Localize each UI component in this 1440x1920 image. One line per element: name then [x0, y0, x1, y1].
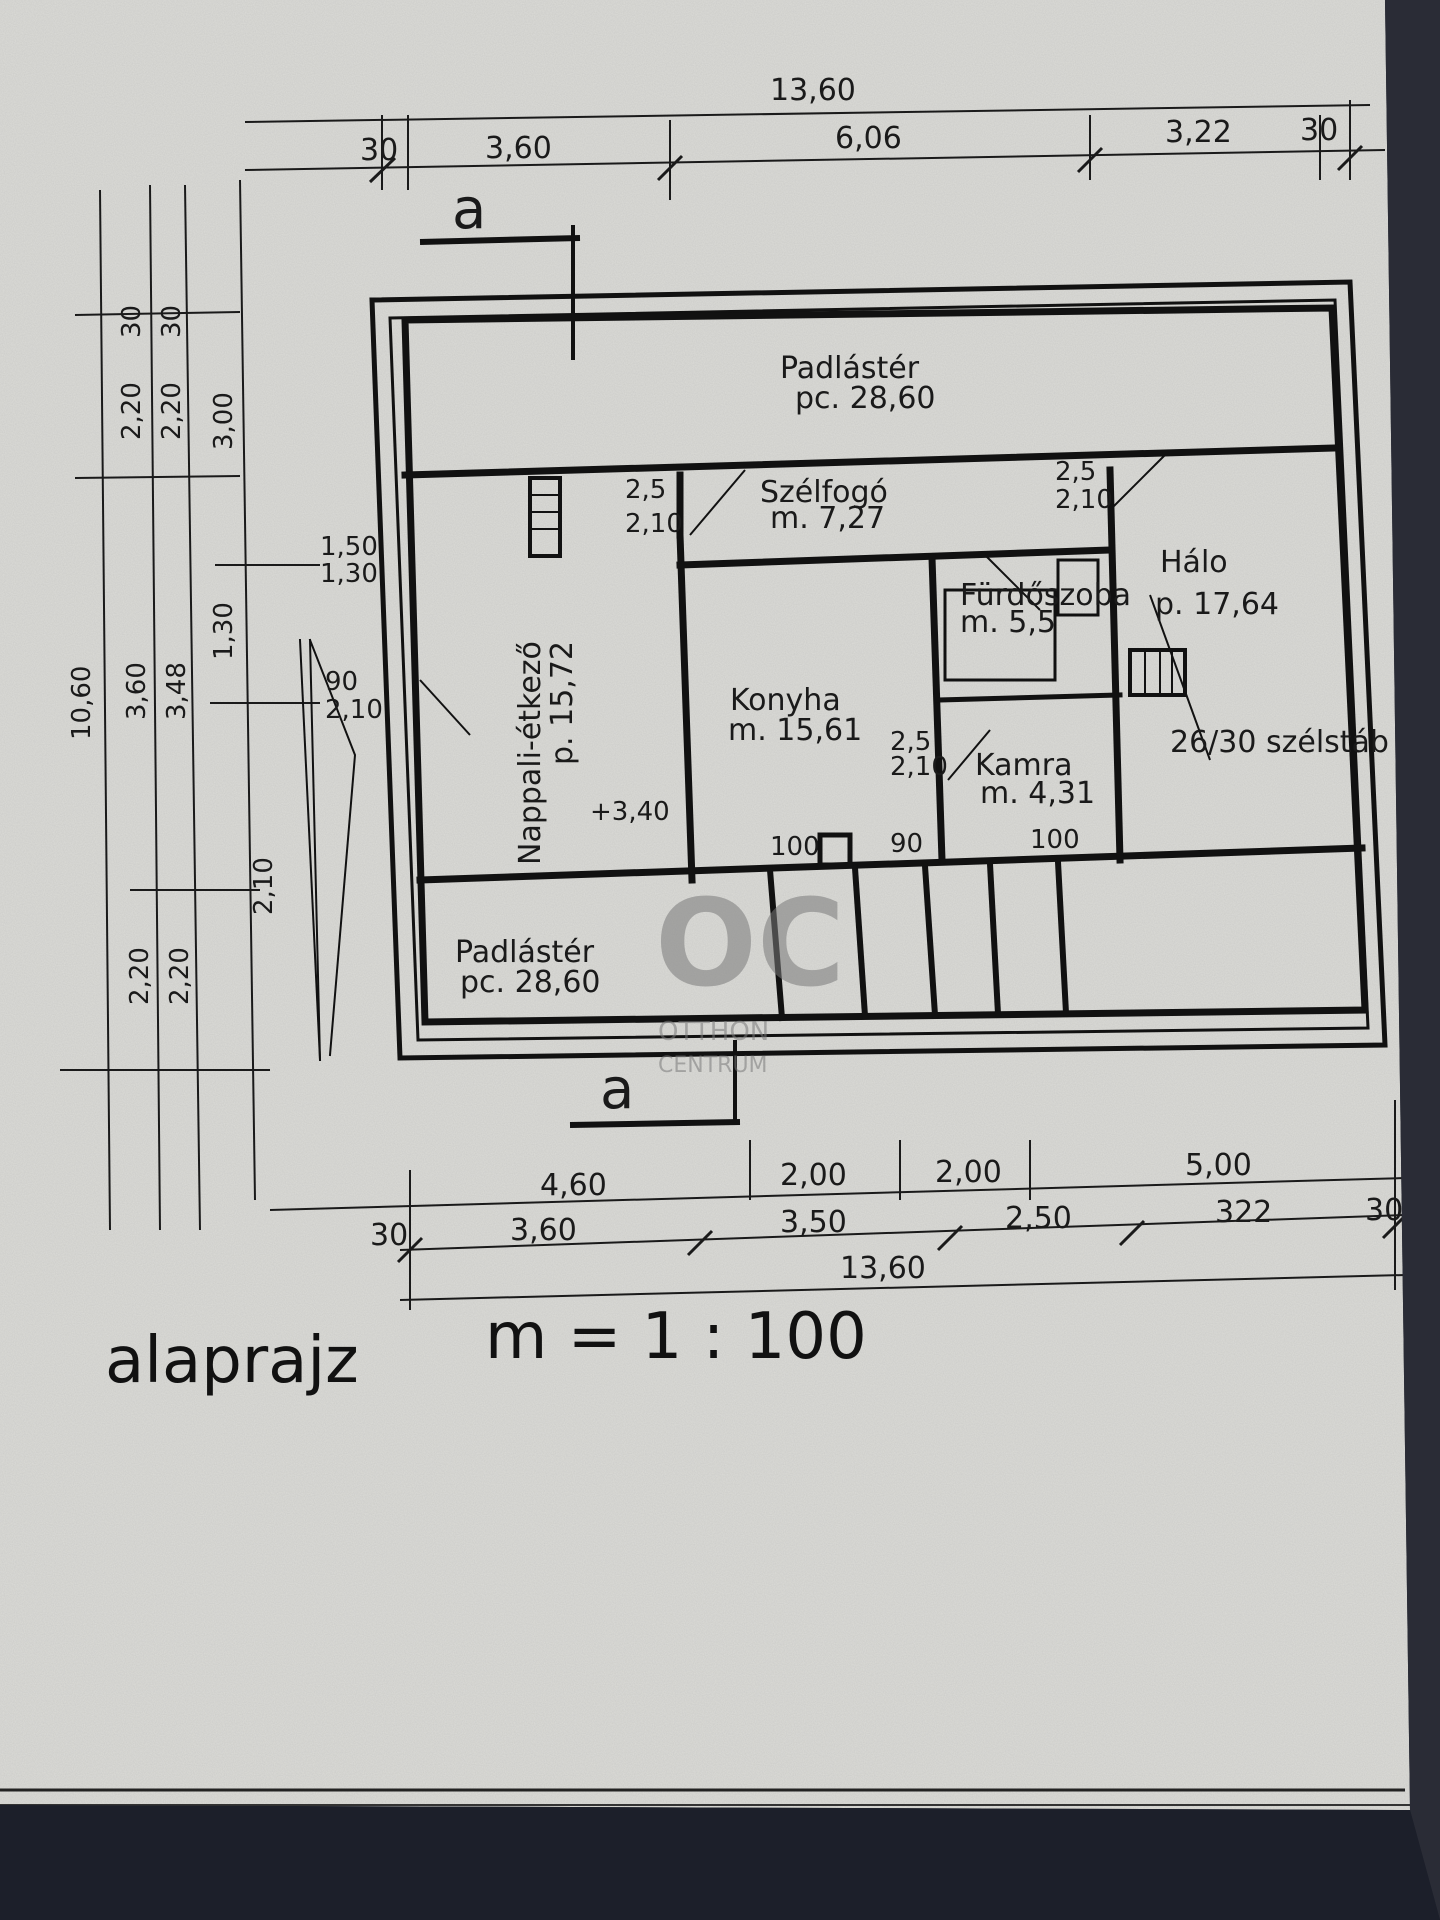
dim-top-5: 30 [1300, 113, 1338, 148]
dim-left-9: 30 [117, 305, 147, 338]
door-entry-width: 90 [325, 667, 358, 697]
dim-top-2: 3,60 [485, 131, 552, 166]
room-bedroom-name: Hálo [1160, 545, 1228, 580]
door-pantry-width: 2,5 [890, 727, 931, 757]
door-bedroom-height: 2,10 [1055, 485, 1113, 515]
watermark-line2: CENTRUM [658, 1053, 768, 1078]
watermark-line1: OTTHON [658, 1017, 769, 1047]
watermark-logo: OC [655, 875, 845, 1014]
caption-scale: m = 1 : 100 [485, 1300, 867, 1374]
window-width-2: 90 [890, 829, 923, 859]
opening-labels: 2,5 2,10 2,5 2,10 90 2,10 2,5 2,10 +3,40… [325, 457, 1113, 862]
dim-left-7: 2,20 [125, 947, 155, 1005]
stairs-label: 26/30 szélstáb [1170, 725, 1389, 760]
dim-bottom-upper-1: 4,60 [540, 1168, 607, 1203]
section-label-top: a [452, 177, 486, 242]
watermark: OC OTTHON CENTRUM [655, 875, 845, 1078]
door-pantry-height: 2,10 [890, 752, 948, 782]
background-right-edge [1385, 0, 1440, 1920]
dim-top-3: 6,06 [835, 121, 902, 156]
door-hall-width: 2,5 [625, 475, 666, 505]
drawing-caption: alaprajz m = 1 : 100 [105, 1300, 867, 1398]
door-bedroom-width: 2,5 [1055, 457, 1096, 487]
dim-left-11: 1,30 [209, 602, 239, 660]
dimension-labels: 13,60 30 3,60 6,06 3,22 30 4,60 2,00 2,0… [67, 73, 1403, 1286]
section-marker-bottom: a [569, 1040, 741, 1128]
dimension-ticks [368, 144, 1409, 1264]
door-hall-height: 2,10 [625, 509, 683, 539]
room-kitchen-name: Konyha [730, 683, 841, 718]
room-living-name: Nappali-étkező [513, 641, 548, 865]
room-attic-top-name: Padlástér [780, 351, 920, 386]
dim-bottom-lower-2: 3,60 [510, 1213, 577, 1248]
paper-grain [0, 0, 1410, 1810]
walls [298, 279, 1388, 1062]
room-labels: Padlástér pc. 28,60 Szélfogó m. 7,27 Hál… [455, 351, 1389, 1000]
dim-left-4: 3,00 [209, 392, 239, 450]
dim-left-2: 3,60 [122, 662, 152, 720]
dim-left-3: 3,48 [162, 662, 192, 720]
dim-bottom-lower-5: 322 [1215, 1195, 1272, 1230]
room-kitchen-area: m. 15,61 [728, 713, 862, 748]
dim-left-6: 2,20 [157, 382, 187, 440]
dim-top-total: 13,60 [770, 73, 856, 108]
dim-left-8: 2,20 [165, 947, 195, 1005]
door-swings [419, 454, 1211, 781]
dim-bottom-lower-4: 2,50 [1005, 1201, 1072, 1236]
level-marker: +3,40 [590, 797, 670, 827]
dim-left-5: 2,20 [117, 382, 147, 440]
dim-top-4: 3,22 [1165, 115, 1232, 150]
room-attic-top-area: pc. 28,60 [795, 381, 936, 416]
dim-left-12: 1,50 [320, 532, 378, 562]
room-attic-bottom-area: pc. 28,60 [460, 965, 601, 1000]
caption-title: alaprajz [105, 1324, 359, 1398]
room-pantry-name: Kamra [975, 748, 1072, 783]
window-width-3: 100 [1030, 825, 1080, 855]
dim-left-13: 1,30 [320, 559, 378, 589]
room-attic-bottom-name: Padlástér [455, 935, 595, 970]
dim-left-total: 10,60 [67, 666, 97, 740]
room-living-area: p. 15,72 [545, 641, 580, 765]
dim-left-10: 30 [157, 305, 187, 338]
room-hall-area: m. 7,27 [770, 501, 885, 536]
section-label-bottom: a [600, 1057, 634, 1122]
dim-bottom-upper-2: 2,00 [780, 1158, 847, 1193]
room-hall-name: Szélfogó [760, 475, 888, 510]
room-bath-name: Fürdőszoba [960, 578, 1131, 613]
dimension-lines [60, 100, 1406, 1310]
dim-bottom-lower-6: 30 [1365, 1193, 1403, 1228]
dim-bottom-upper-3: 2,00 [935, 1155, 1002, 1190]
room-bath-area: m. 5,5 [960, 605, 1056, 640]
dim-bottom-lower-3: 3,50 [780, 1205, 847, 1240]
dim-top-1: 30 [360, 133, 398, 168]
dim-left-14: 2,10 [249, 857, 279, 915]
room-pantry-area: m. 4,31 [980, 776, 1095, 811]
dim-bottom-upper-4: 5,00 [1185, 1148, 1252, 1183]
dim-bottom-total: 13,60 [840, 1251, 926, 1286]
dim-bottom-lower-1: 30 [370, 1218, 408, 1253]
room-bedroom-area: p. 17,64 [1155, 587, 1279, 622]
door-entry-height: 2,10 [325, 695, 383, 725]
background-bottom [0, 1805, 1440, 1920]
section-marker-top: a [419, 177, 581, 360]
window-width-1: 100 [770, 832, 820, 862]
